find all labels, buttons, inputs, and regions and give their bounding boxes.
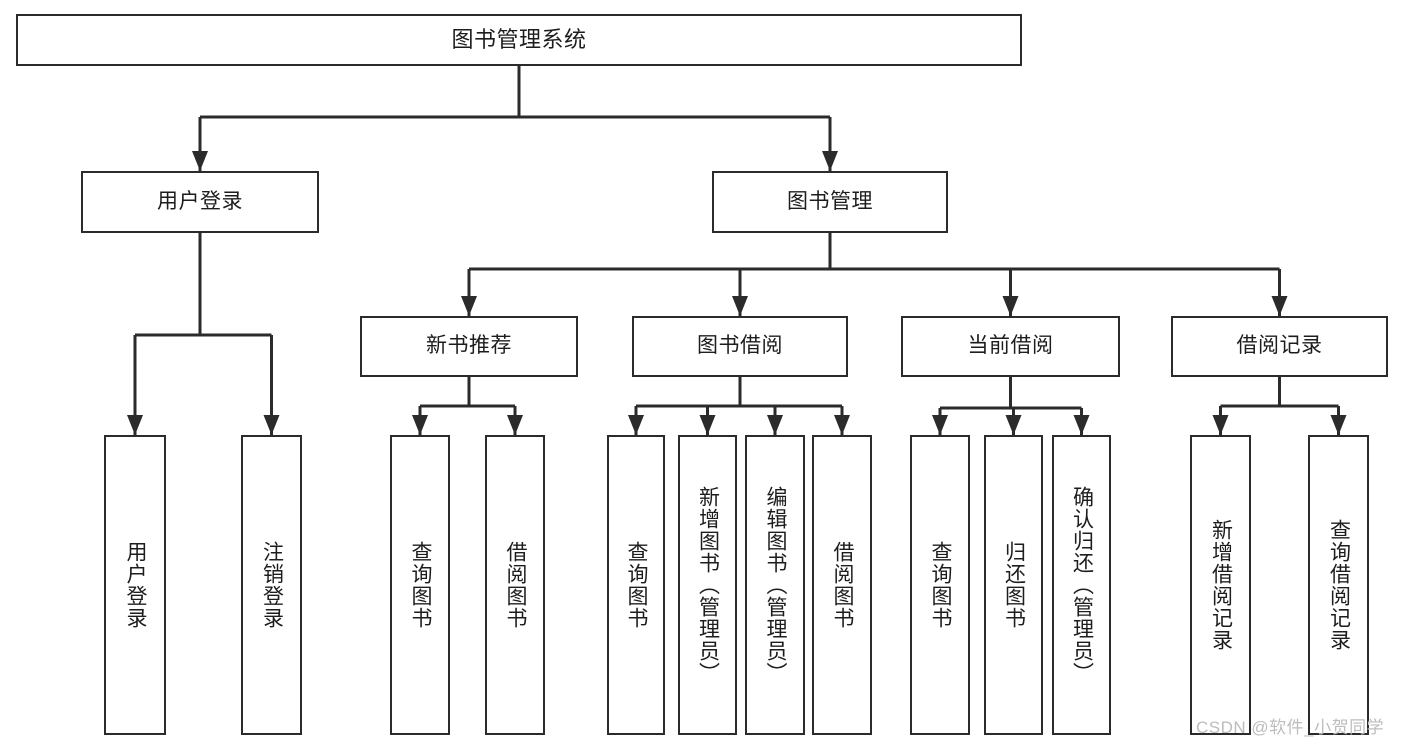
node-label: 查询借阅记录 bbox=[1327, 519, 1351, 651]
node-new_book_rec[interactable]: 新书推荐 bbox=[360, 316, 578, 377]
node-label: 用户登录 bbox=[124, 541, 148, 629]
arrow-head-icon bbox=[1073, 415, 1090, 435]
node-label: 查询图书 bbox=[409, 541, 433, 629]
node-label: 查询图书 bbox=[625, 541, 649, 629]
node-label: 新书推荐 bbox=[426, 334, 512, 358]
node-leaf_add_book[interactable]: 新增图书（管理员） bbox=[678, 435, 737, 735]
node-leaf_logout[interactable]: 注销登录 bbox=[241, 435, 302, 735]
node-label: 图书管理 bbox=[787, 189, 873, 213]
arrow-head-icon bbox=[127, 415, 143, 435]
node-leaf_edit_book[interactable]: 编辑图书（管理员） bbox=[745, 435, 805, 735]
watermark-label: CSDN @软件_小贺同学 bbox=[1196, 718, 1385, 737]
node-root[interactable]: 图书管理系统 bbox=[16, 14, 1022, 66]
arrow-head-icon bbox=[834, 415, 850, 435]
arrow-head-icon bbox=[932, 415, 948, 435]
node-leaf_borrow_book_2[interactable]: 借阅图书 bbox=[812, 435, 872, 735]
node-leaf_add_record[interactable]: 新增借阅记录 bbox=[1190, 435, 1251, 735]
arrow-head-icon bbox=[263, 415, 280, 435]
arrow-head-icon bbox=[699, 415, 716, 435]
node-current_borrow[interactable]: 当前借阅 bbox=[901, 316, 1120, 377]
arrow-head-icon bbox=[822, 151, 838, 171]
node-label: 新增图书（管理员） bbox=[696, 486, 720, 684]
node-leaf_user_login[interactable]: 用户登录 bbox=[104, 435, 166, 735]
node-leaf_query_book_2[interactable]: 查询图书 bbox=[607, 435, 665, 735]
node-leaf_confirm_return[interactable]: 确认归还（管理员） bbox=[1052, 435, 1111, 735]
node-book_borrow[interactable]: 图书借阅 bbox=[632, 316, 848, 377]
node-leaf_return_book[interactable]: 归还图书 bbox=[984, 435, 1043, 735]
arrow-head-icon bbox=[1271, 296, 1288, 316]
node-label: 当前借阅 bbox=[967, 334, 1054, 358]
node-user_login[interactable]: 用户登录 bbox=[81, 171, 319, 233]
node-book_manage[interactable]: 图书管理 bbox=[712, 171, 948, 233]
node-label: 图书借阅 bbox=[697, 334, 783, 358]
node-label: 图书管理系统 bbox=[451, 27, 587, 53]
arrow-head-icon bbox=[1005, 415, 1022, 435]
node-label: 注销登录 bbox=[260, 541, 284, 629]
node-label: 编辑图书（管理员） bbox=[764, 486, 788, 684]
arrow-head-icon bbox=[192, 151, 208, 171]
node-label: 用户登录 bbox=[157, 189, 243, 213]
arrow-head-icon bbox=[1002, 296, 1019, 316]
arrow-head-icon bbox=[1212, 415, 1229, 435]
arrow-head-icon bbox=[628, 415, 644, 435]
node-leaf_query_book_3[interactable]: 查询图书 bbox=[910, 435, 970, 735]
arrow-head-icon bbox=[767, 415, 783, 435]
node-leaf_borrow_book_1[interactable]: 借阅图书 bbox=[485, 435, 545, 735]
arrow-head-icon bbox=[732, 296, 748, 316]
node-label: 归还图书 bbox=[1002, 541, 1026, 629]
node-leaf_query_record[interactable]: 查询借阅记录 bbox=[1308, 435, 1369, 735]
node-label: 借阅图书 bbox=[504, 541, 528, 629]
node-label: 确认归还（管理员） bbox=[1070, 486, 1094, 684]
node-label: 借阅图书 bbox=[831, 541, 855, 629]
node-label: 借阅记录 bbox=[1236, 334, 1323, 358]
arrow-head-icon bbox=[507, 415, 523, 435]
node-label: 新增借阅记录 bbox=[1209, 519, 1233, 651]
arrow-head-icon bbox=[461, 296, 477, 316]
node-leaf_query_book_1[interactable]: 查询图书 bbox=[390, 435, 450, 735]
arrow-head-icon bbox=[1330, 415, 1347, 435]
node-label: 查询图书 bbox=[929, 541, 953, 629]
arrow-head-icon bbox=[412, 415, 428, 435]
node-borrow_record[interactable]: 借阅记录 bbox=[1171, 316, 1388, 377]
